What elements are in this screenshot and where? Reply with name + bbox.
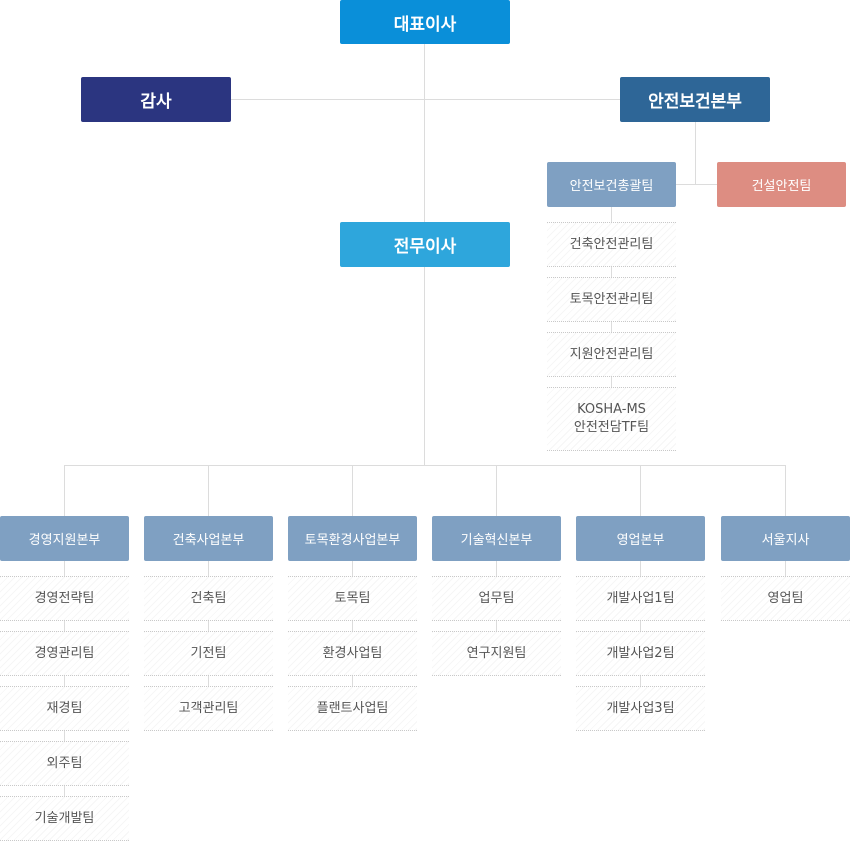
safety-general-team-box: 안전보건총괄팀 xyxy=(547,162,676,207)
connector-safety-teams xyxy=(675,184,717,185)
division-team: 토목팀 xyxy=(288,576,417,621)
division-team: 환경사업팀 xyxy=(288,631,417,676)
safety-team: 지원안전관리팀 xyxy=(547,332,676,377)
division-header: 서울지사 xyxy=(721,516,850,561)
division-team: 플랜트사업팀 xyxy=(288,686,417,731)
division-header: 경영지원본부 xyxy=(0,516,129,561)
director-box: 전무이사 xyxy=(340,222,510,267)
connector-division-drop xyxy=(785,465,786,516)
connector-divisions-horizontal xyxy=(64,465,786,466)
division-team: 기전팀 xyxy=(144,631,273,676)
connector-safety-general-down xyxy=(611,206,612,451)
connector-audit-safety xyxy=(230,99,620,100)
division-team: 경영전략팀 xyxy=(0,576,129,621)
division-team: 건축팀 xyxy=(144,576,273,621)
division-team: 업무팀 xyxy=(432,576,561,621)
safety-team: 건축안전관리팀 xyxy=(547,222,676,267)
safety-team: KOSHA-MS 안전전담TF팀 xyxy=(547,387,676,451)
division-team: 연구지원팀 xyxy=(432,631,561,676)
division-team: 개발사업3팀 xyxy=(576,686,705,731)
connector-division-drop xyxy=(496,465,497,516)
division-header: 건축사업본부 xyxy=(144,516,273,561)
safety-hq-box: 안전보건본부 xyxy=(620,77,770,122)
construction-safety-team-box: 건설안전팀 xyxy=(717,162,846,207)
division-team: 고객관리팀 xyxy=(144,686,273,731)
safety-team: 토목안전관리팀 xyxy=(547,277,676,322)
division-team: 개발사업1팀 xyxy=(576,576,705,621)
division-team: 기술개발팀 xyxy=(0,796,129,841)
connector-division-drop xyxy=(352,465,353,516)
connector-safety-hq-down xyxy=(695,121,696,184)
connector-division-drop xyxy=(640,465,641,516)
division-team: 외주팀 xyxy=(0,741,129,786)
division-header: 기술혁신본부 xyxy=(432,516,561,561)
audit-box: 감사 xyxy=(81,77,231,122)
division-team: 영업팀 xyxy=(721,576,850,621)
division-team: 경영관리팀 xyxy=(0,631,129,676)
connector-division-drop xyxy=(64,465,65,516)
connector-division-drop xyxy=(208,465,209,516)
division-team: 개발사업2팀 xyxy=(576,631,705,676)
division-header: 영업본부 xyxy=(576,516,705,561)
division-header: 토목환경사업본부 xyxy=(288,516,417,561)
ceo-box: 대표이사 xyxy=(340,0,510,44)
division-team: 재경팀 xyxy=(0,686,129,731)
